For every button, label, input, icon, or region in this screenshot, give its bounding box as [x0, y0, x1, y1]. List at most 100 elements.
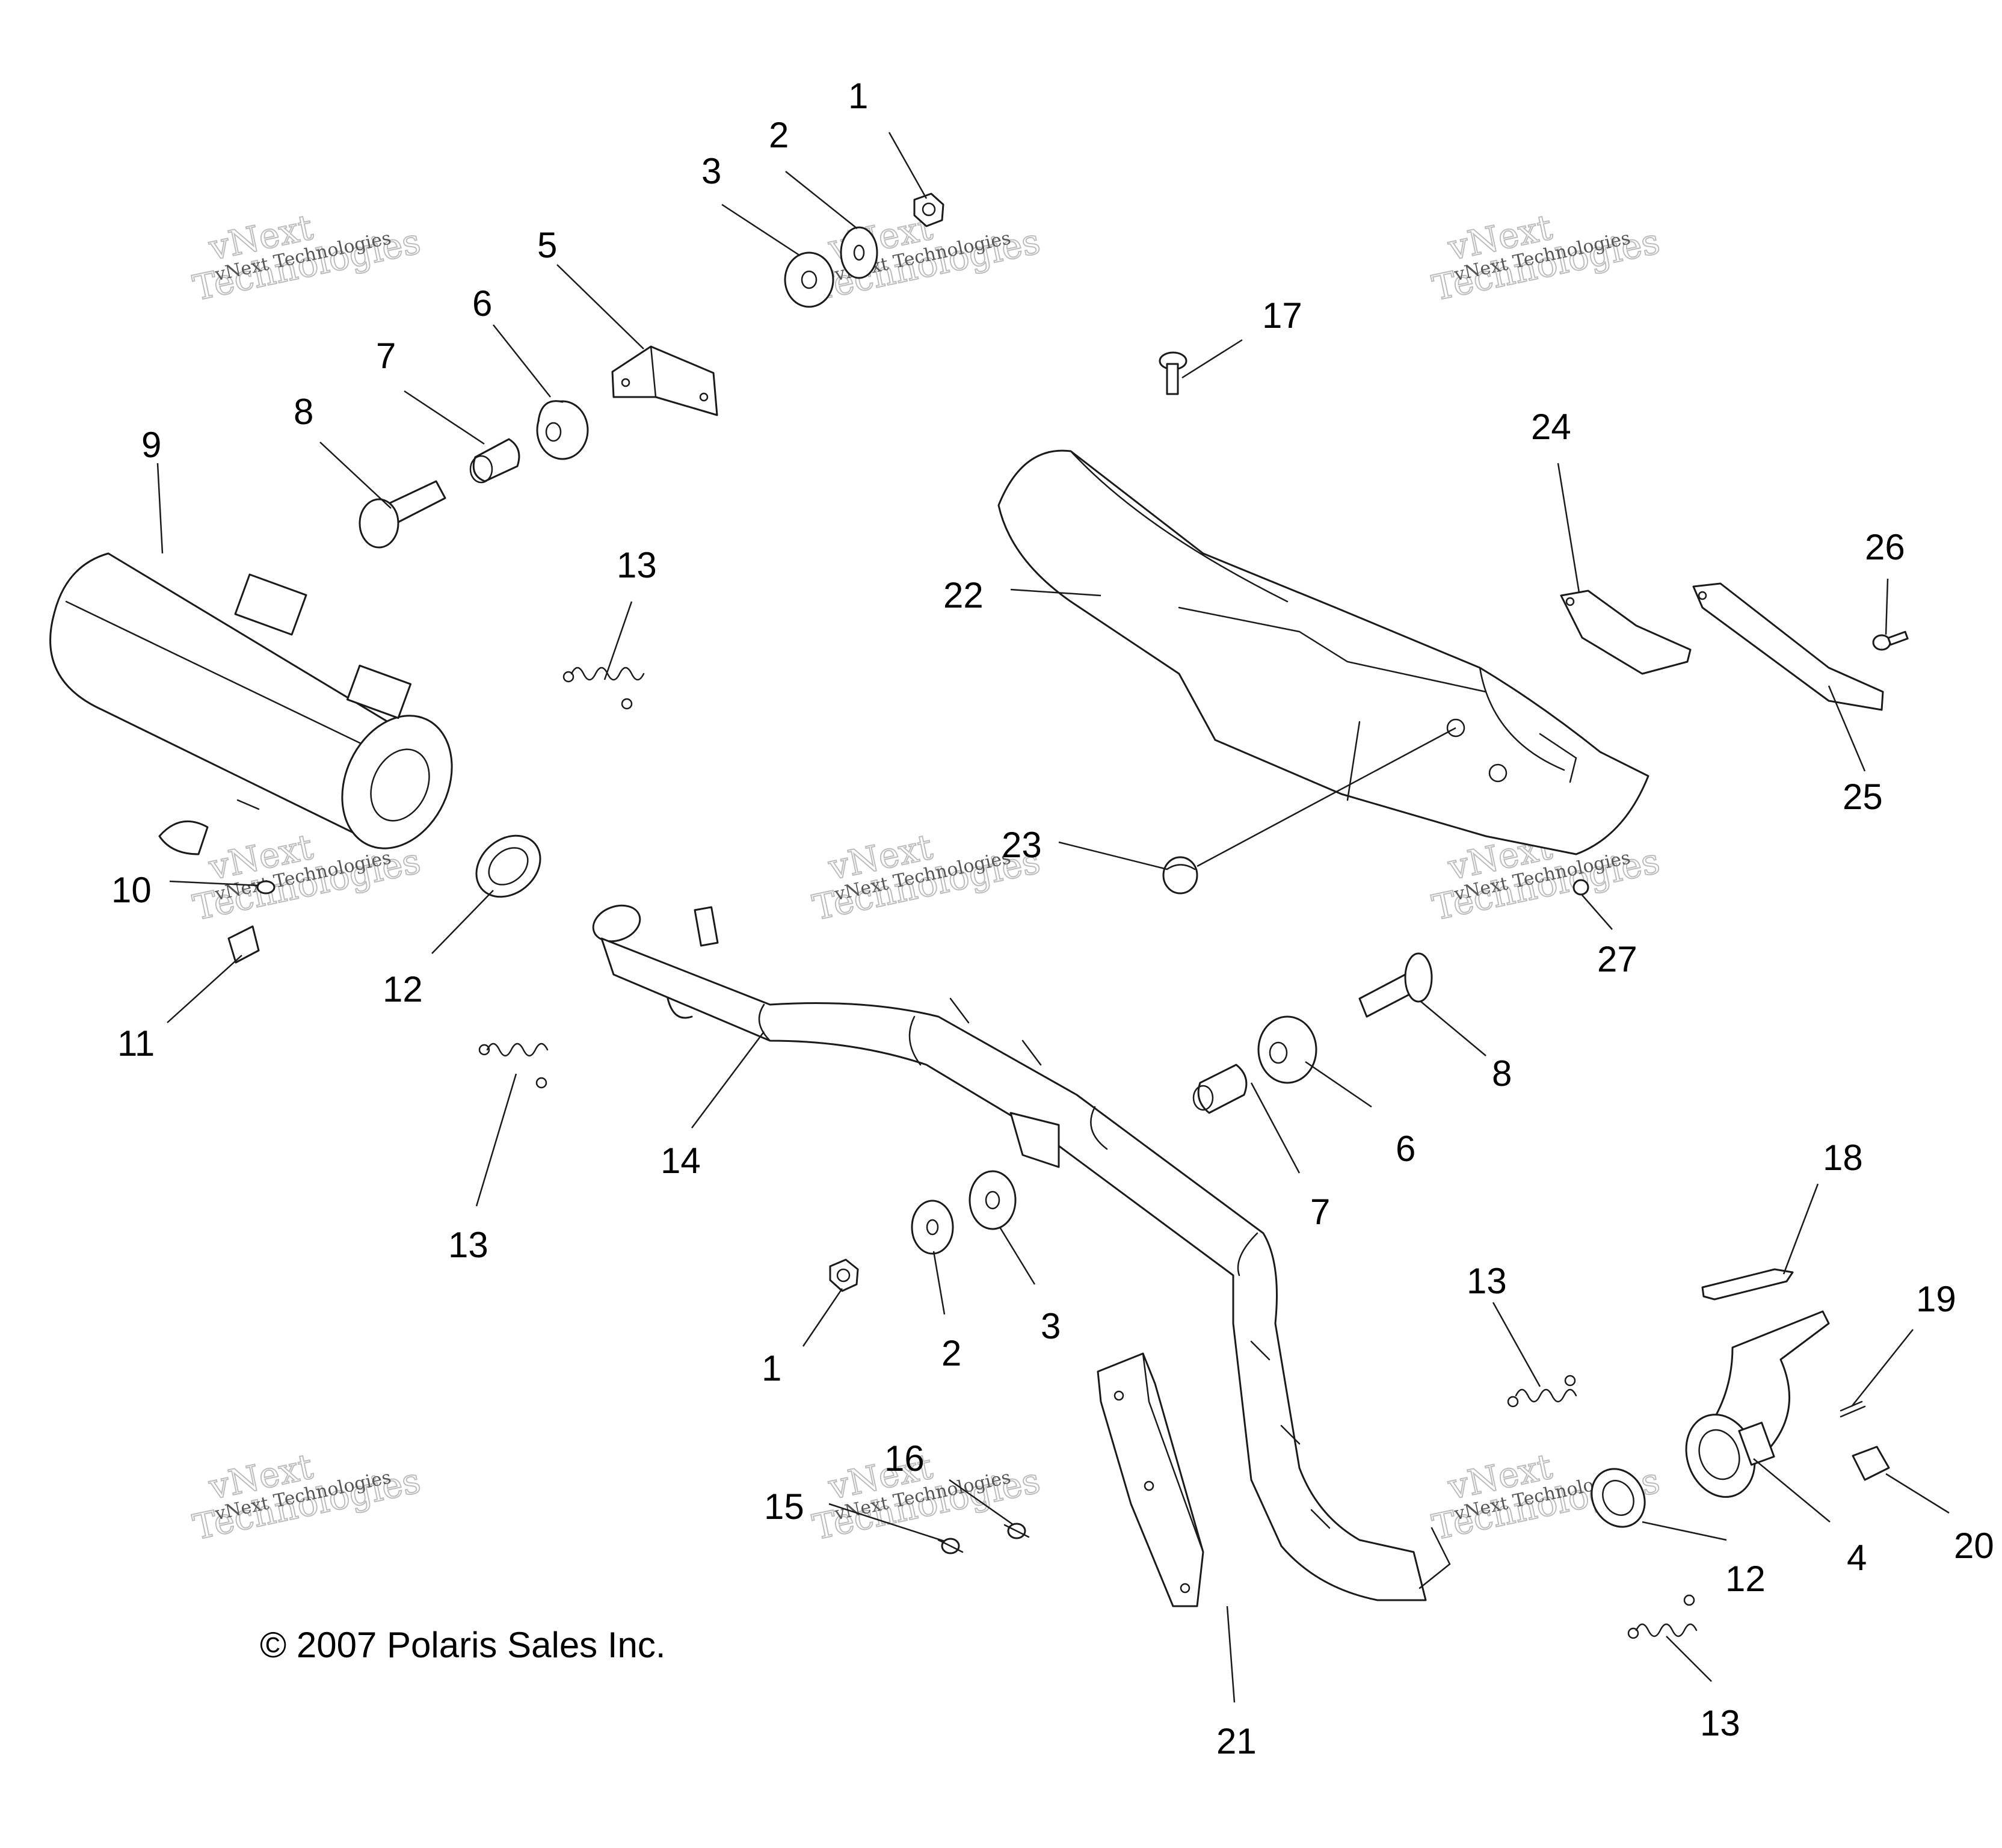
callout-9: 9 [141, 425, 161, 465]
leader-1-top [888, 132, 928, 199]
leader-5 [556, 264, 644, 350]
callout-17: 17 [1262, 295, 1302, 336]
callout-labels: 1 2 3 5 6 7 8 9 13 17 24 26 22 25 23 10 … [111, 76, 1994, 1761]
leader-2-bottom [932, 1251, 946, 1315]
copyright-notice: © 2007 Polaris Sales Inc. [260, 1625, 666, 1665]
leader-7-left [404, 390, 485, 445]
spacer-part-7-left [469, 438, 520, 484]
callout-1-top: 1 [848, 76, 868, 116]
leader-7-right [1250, 1082, 1301, 1174]
callout-8-left: 8 [294, 392, 313, 432]
washer-part-3-top [784, 251, 834, 308]
leader-6-right [1305, 1061, 1372, 1108]
screw-part-26 [1872, 630, 1909, 651]
leader-13-lower-left [475, 1073, 517, 1207]
leader-6-left [493, 324, 551, 398]
leader-8-left [319, 442, 392, 509]
leader-25 [1828, 685, 1866, 772]
leader-3-bottom [999, 1227, 1036, 1285]
leader-lines [156, 132, 1950, 1703]
bolt-part-17 [1159, 351, 1187, 395]
fastener-part-10 [256, 880, 276, 895]
bolt-part-8-left [359, 480, 446, 549]
callout-5: 5 [537, 225, 557, 265]
leader-17 [1181, 339, 1243, 379]
washer-part-2-bottom [911, 1200, 954, 1255]
leader-22 [1010, 588, 1101, 597]
leader-27 [1582, 895, 1613, 930]
washer-part-2-top [840, 226, 878, 279]
callout-6-left: 6 [472, 283, 492, 324]
screw-part-27 [1572, 879, 1589, 896]
bolt-part-8-right [1358, 952, 1433, 1018]
callout-2-top: 2 [769, 115, 789, 155]
callout-18: 18 [1823, 1138, 1863, 1178]
gasket-part-12-left [475, 834, 541, 898]
head-pipe-part-14 [592, 904, 1451, 1601]
leader-2-top [785, 171, 858, 229]
parts [49, 192, 1909, 1639]
callout-7-right: 7 [1310, 1192, 1330, 1232]
callout-21: 21 [1216, 1721, 1257, 1761]
leader-23 [1058, 841, 1168, 870]
leader-13-center [1492, 1302, 1541, 1387]
callout-12-right: 12 [1725, 1559, 1766, 1599]
callout-24: 24 [1531, 407, 1571, 447]
screw-part-16 [1003, 1523, 1030, 1539]
leader-13-bottom [1666, 1636, 1712, 1682]
clip-part-11 [227, 925, 260, 964]
watermark: vNext Technologies vNext Technologies [808, 825, 1044, 929]
watermarks: vNext Technologies vNext Technologies vN… [189, 206, 1664, 1548]
leader-11 [167, 955, 242, 1023]
watermark: vNext Technologies vNext Technologies [1428, 206, 1664, 309]
callout-8-right: 8 [1492, 1053, 1512, 1094]
callout-16: 16 [884, 1438, 925, 1479]
leader-18 [1782, 1183, 1819, 1275]
callout-13-lower-left: 13 [448, 1225, 488, 1265]
leader-16 [949, 1479, 1014, 1526]
callout-27: 27 [1597, 939, 1637, 979]
screw-part-15 [937, 1538, 964, 1554]
leader-20 [1885, 1473, 1950, 1514]
elbow-pipe-part-4 [1685, 1310, 1830, 1498]
callout-2-bottom: 2 [941, 1333, 961, 1373]
leader-14 [691, 1031, 765, 1129]
callout-4: 4 [1847, 1538, 1867, 1578]
spring-part-13-bottom-right [1627, 1594, 1698, 1639]
bracket-part-5 [611, 345, 718, 416]
callout-19: 19 [1916, 1279, 1956, 1319]
nut-part-1-bottom [829, 1258, 859, 1292]
leader-12-left [431, 890, 494, 954]
muffler-part-9 [49, 552, 453, 855]
callout-11: 11 [117, 1023, 155, 1064]
leader-4 [1753, 1458, 1831, 1523]
callout-13-bottom: 13 [1700, 1703, 1740, 1743]
callout-23: 23 [1002, 825, 1042, 865]
leader-19 [1851, 1329, 1914, 1407]
heat-shield-part-21 [1097, 1352, 1204, 1607]
gasket-part-18 [1701, 1268, 1794, 1301]
callout-13-upper: 13 [617, 545, 657, 585]
leader-9 [156, 463, 164, 554]
shield-piece-part-24 [1560, 590, 1692, 675]
watermark: vNext Technologies vNext Technologies [1428, 825, 1664, 929]
heat-shield-part-22 [997, 449, 1649, 855]
grommet-part-6-right [1257, 1015, 1317, 1084]
callout-7-left: 7 [376, 336, 396, 376]
watermark: vNext Technologies vNext Technologies [189, 1445, 425, 1548]
callout-3-bottom: 3 [1041, 1306, 1061, 1346]
callout-13-center: 13 [1467, 1261, 1507, 1301]
leader-23-to-shield [1197, 727, 1456, 867]
shield-piece-part-25 [1692, 582, 1884, 711]
leader-24 [1557, 463, 1580, 593]
spacer-part-7-right [1192, 1064, 1248, 1114]
watermark: vNext Technologies vNext Technologies [189, 206, 425, 309]
spring-part-13-lower-left [478, 1043, 549, 1089]
leader-1-bottom [802, 1288, 843, 1347]
callout-14: 14 [661, 1141, 701, 1181]
grommet-part-6-left [536, 400, 589, 460]
leader-26 [1885, 578, 1889, 635]
spring-part-13-center-right [1507, 1375, 1577, 1408]
leader-13-upper [603, 601, 633, 680]
